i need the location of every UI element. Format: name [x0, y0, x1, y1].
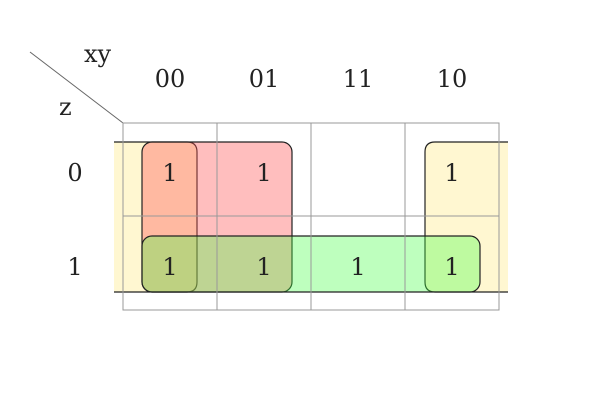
cell-value: 1 — [350, 253, 365, 281]
column-header: 10 — [437, 65, 468, 93]
column-header: 11 — [343, 65, 374, 93]
grid — [122, 122, 500, 311]
cell-value: 1 — [256, 159, 271, 187]
cell-value: 1 — [444, 253, 459, 281]
z-label: z — [59, 93, 72, 121]
cell-value: 1 — [256, 253, 271, 281]
cell-value: 1 — [162, 159, 177, 187]
xy-label: xy — [84, 40, 112, 68]
column-header: 01 — [249, 65, 280, 93]
row-header: 0 — [67, 159, 82, 187]
column-header: 00 — [155, 65, 186, 93]
header-diagonal — [29, 51, 124, 124]
cell-value: 1 — [162, 253, 177, 281]
cell-value: 1 — [444, 159, 459, 187]
row-header: 1 — [67, 253, 82, 281]
